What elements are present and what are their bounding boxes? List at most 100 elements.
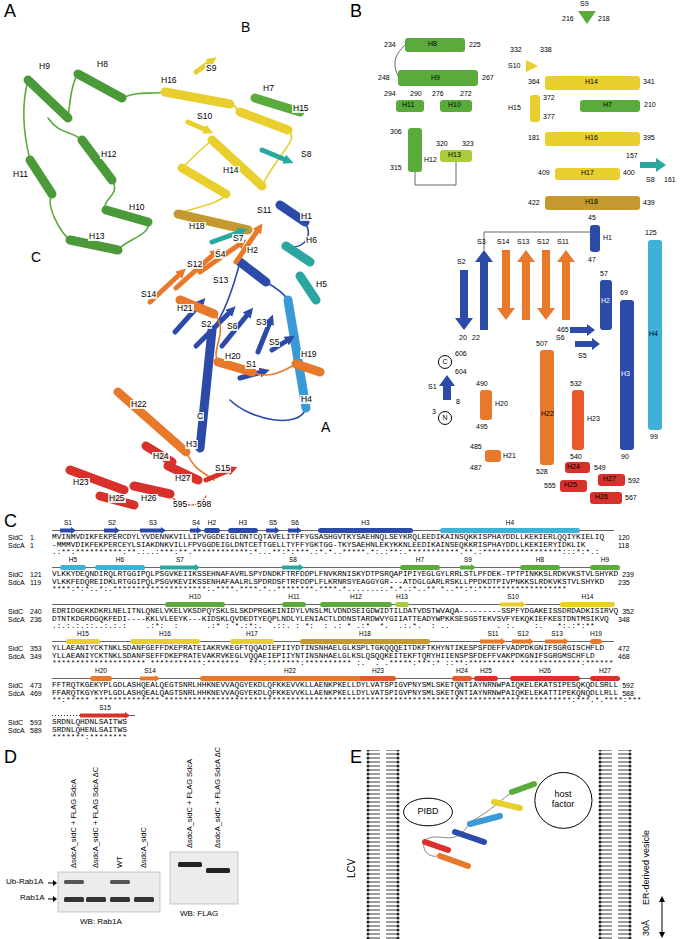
topology-label: 540	[570, 453, 582, 461]
structure-label: H22	[130, 400, 148, 409]
strand-arrow	[140, 527, 166, 534]
strand-arrow	[104, 527, 120, 534]
element-label: H15	[77, 631, 89, 638]
topology-label: S11	[557, 238, 569, 246]
structure-label: H16	[160, 76, 178, 85]
structure-label: H11	[12, 170, 29, 179]
topology-label: S8	[646, 176, 655, 184]
node-outline	[438, 412, 451, 425]
conservation-text: .:**:**********:**.:..:***:**.**********…	[52, 549, 599, 557]
topology-label: 276	[432, 90, 444, 98]
node-text: N	[442, 414, 447, 422]
structure-label: H25	[108, 494, 126, 503]
structure-label: S3	[255, 318, 267, 327]
topology-label: H16	[585, 134, 598, 142]
topology-label: 606	[455, 350, 467, 358]
residue-number: 348	[618, 616, 630, 624]
topology-label: 290	[410, 90, 422, 98]
helix-bar	[228, 528, 258, 533]
topology-diagram	[545, 132, 640, 146]
strand-arrow	[460, 564, 476, 571]
element-label: H13	[396, 594, 408, 601]
ribbon-structure	[188, 122, 206, 130]
topology-label: 306	[390, 128, 402, 136]
topology-label: H21	[503, 452, 516, 460]
residue-number: 472	[618, 645, 630, 653]
topology-label: H7	[603, 101, 612, 109]
topology-diagram	[570, 324, 595, 336]
helix-bar	[590, 676, 620, 681]
element-label: H16	[159, 631, 171, 638]
western-blot	[86, 897, 106, 902]
topology-label: H2	[601, 297, 610, 305]
host-factor-circle: host factor	[533, 770, 594, 831]
helix-bar	[282, 602, 306, 607]
topology-label: H17	[581, 169, 594, 177]
element-label: H4	[506, 520, 514, 527]
ribbon-structure	[222, 314, 248, 346]
topology-diagram	[439, 375, 455, 400]
panel-letter: A	[4, 2, 16, 20]
topology-label: H27	[603, 475, 616, 483]
membrane-label: LCV	[346, 859, 357, 878]
protein-name: SdcA	[8, 616, 25, 624]
structure-label: H12	[100, 150, 118, 159]
element-label: H3	[361, 520, 369, 527]
element-label: H5	[69, 557, 77, 564]
element-label: H14	[582, 594, 594, 601]
lane-label: ΔsdcA_sidC	[140, 827, 148, 868]
strand-arrow	[512, 638, 534, 645]
residue-number: 469	[30, 690, 42, 698]
scale-label: 30Å	[642, 920, 652, 936]
structure-label: H1	[300, 212, 313, 221]
ribbon-structure	[176, 254, 214, 288]
helix-bar	[560, 602, 615, 607]
topology-label: 267	[482, 74, 494, 82]
helix-bar	[200, 676, 380, 681]
topology-label: 3	[432, 408, 436, 416]
topology-diagram	[395, 45, 590, 250]
protein-name: SidC	[8, 571, 23, 579]
topology-diagram	[580, 100, 640, 112]
western-blot	[170, 852, 238, 904]
structure-label: S15	[214, 464, 231, 473]
membrane-schematic	[494, 802, 520, 808]
conservation-text: *******:********	[52, 734, 127, 742]
element-label: S15	[99, 705, 111, 712]
structure-label: S11	[256, 206, 273, 215]
topology-diagram	[545, 76, 640, 90]
ribbon-structure	[118, 300, 320, 452]
residue-number: 118	[618, 542, 629, 550]
topology-diagram	[575, 338, 600, 350]
protein-name: SidC	[8, 534, 23, 542]
helix-bar	[395, 602, 409, 607]
topology-label: 181	[528, 134, 540, 142]
topology-diagram	[560, 480, 587, 492]
topology-label: H3	[621, 370, 630, 378]
strand-arrow	[80, 712, 130, 719]
residue-number: 236	[30, 616, 42, 624]
structure-label: H23	[72, 478, 90, 487]
structure-label: S9	[205, 64, 217, 73]
membrane-schematic	[366, 750, 665, 939]
residue-number: 121	[30, 571, 42, 579]
topology-diagram	[578, 11, 596, 24]
topology-diagram	[440, 150, 472, 162]
topology-label: H1	[603, 234, 612, 242]
residue-number: 473	[30, 682, 42, 690]
structure-label: S4	[214, 250, 226, 259]
blot-label: WB: FLAG	[180, 910, 218, 919]
western-blot	[134, 897, 154, 902]
topology-label: 248	[378, 74, 390, 82]
protein-name: SidC	[8, 645, 23, 653]
node-text: host factor	[543, 790, 583, 810]
structure-label: H10	[128, 203, 146, 212]
ribbon-structure	[165, 92, 288, 194]
helix-bar	[204, 528, 220, 533]
residue-number: 1	[30, 534, 34, 542]
structure-label: 595	[172, 500, 188, 509]
residue-number: 240	[30, 608, 42, 616]
strand-arrow	[140, 675, 160, 682]
topology-label: 57	[600, 270, 608, 278]
residue-number: 593	[30, 719, 42, 727]
